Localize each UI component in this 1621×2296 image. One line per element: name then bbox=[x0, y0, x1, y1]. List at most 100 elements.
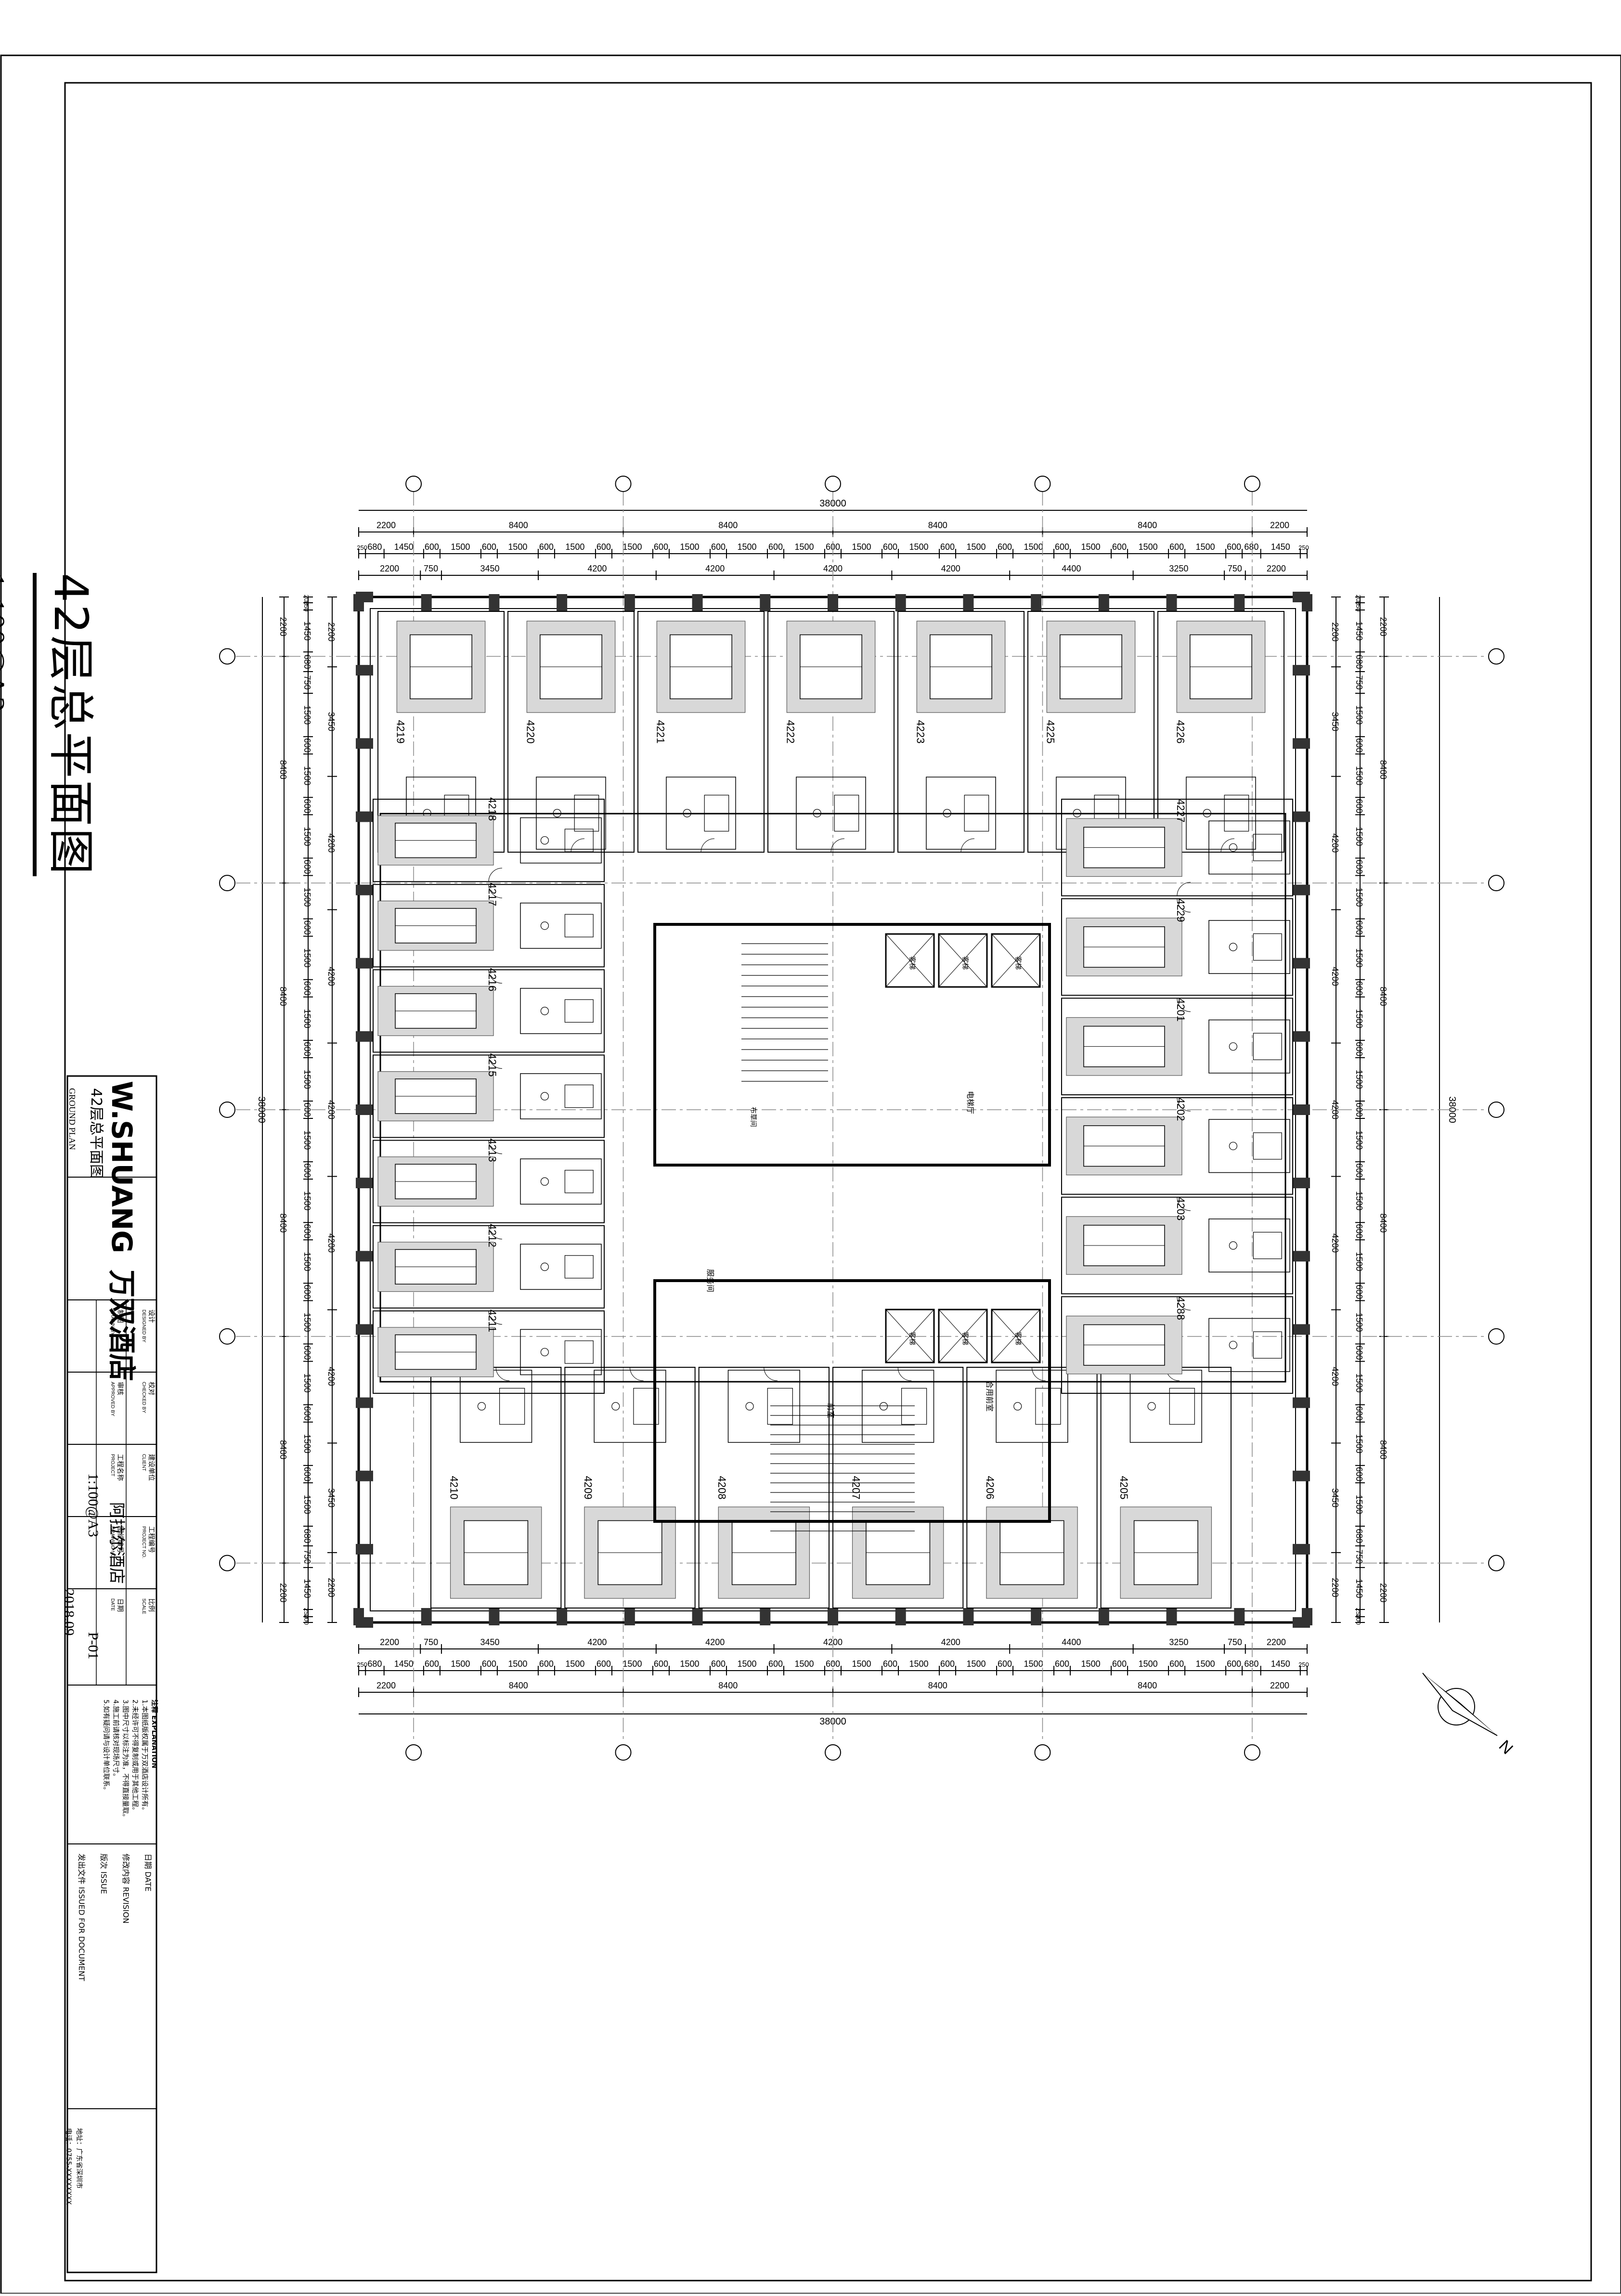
column bbox=[624, 1608, 635, 1625]
dim-right-2-label: 680 bbox=[1354, 655, 1364, 669]
grid-bubble-left bbox=[219, 1102, 235, 1118]
door-swing bbox=[1177, 1197, 1191, 1211]
dim-bottom-2-label: 600 bbox=[1227, 1659, 1241, 1669]
dim-top-2-label: 600 bbox=[425, 542, 439, 552]
dim-left-1-label: 8400 bbox=[278, 760, 288, 779]
bathroom bbox=[727, 1370, 800, 1443]
dim-top-2-label: 1450 bbox=[1271, 542, 1290, 552]
contact-address: 地址：广东省深圳市 bbox=[75, 2128, 83, 2189]
dim-right-2-label: 1500 bbox=[1354, 887, 1364, 907]
dim-right-3-label: 2200 bbox=[1378, 617, 1388, 636]
dim-bottom-3-label: 8400 bbox=[928, 1681, 947, 1690]
dim-bottom-2-label: 600 bbox=[711, 1659, 726, 1669]
dim-bottom-3-label: 8400 bbox=[718, 1681, 738, 1690]
guest-room: 4227 bbox=[1061, 799, 1293, 896]
dim-left-2-label: 1500 bbox=[302, 1130, 312, 1150]
dim-left-2-label: 600 bbox=[302, 1467, 312, 1481]
dim-left-2-label: 750 bbox=[302, 675, 312, 689]
dim-bottom-2-label: 1500 bbox=[1139, 1659, 1158, 1669]
column bbox=[1293, 884, 1310, 895]
basin bbox=[901, 1388, 927, 1425]
dim-bottom-2-label: 600 bbox=[482, 1659, 496, 1669]
dim-right-2-label: 600 bbox=[1354, 1346, 1364, 1360]
field-label-en: DATE bbox=[110, 1598, 115, 1611]
dim-top-2-label: 1500 bbox=[622, 542, 642, 552]
dim-top-1-label: 2200 bbox=[376, 520, 396, 530]
grid-bubble-bottom bbox=[1244, 1744, 1260, 1761]
scale-value: 1:100@A3 bbox=[85, 1473, 101, 1537]
dim-left-1-label: 8400 bbox=[278, 1213, 288, 1232]
dim-bottom-1-label: 4200 bbox=[587, 1637, 607, 1647]
guest-room: 4209 bbox=[564, 1367, 696, 1608]
dim-right-2-label: 600 bbox=[1354, 799, 1364, 813]
dim-top-1-label: 8400 bbox=[1138, 520, 1157, 530]
dim-top-2-label: 600 bbox=[940, 542, 955, 552]
column bbox=[1293, 665, 1310, 676]
dim-bottom-2-label: 1500 bbox=[909, 1659, 929, 1669]
sheet-drawing-name-en: GROUND PLAN bbox=[67, 1088, 77, 1150]
column bbox=[828, 594, 838, 611]
dim-right-2-label: 1500 bbox=[1354, 1130, 1364, 1150]
dim-top-2-label: 600 bbox=[883, 542, 897, 552]
elevator-label: 客梯 bbox=[908, 956, 916, 970]
core-north bbox=[653, 923, 1051, 1167]
bathroom bbox=[1208, 920, 1290, 974]
column bbox=[1234, 594, 1245, 611]
basin bbox=[1253, 1331, 1282, 1359]
field-label-en: DRAWN BY bbox=[110, 1310, 115, 1336]
dim-bottom-2-label: 600 bbox=[425, 1659, 439, 1669]
column bbox=[1302, 594, 1312, 611]
dim-top-1-label: 2200 bbox=[1270, 520, 1289, 530]
column bbox=[1166, 1608, 1177, 1625]
room-number: 4220 bbox=[524, 720, 536, 744]
elevator-cross bbox=[885, 934, 934, 987]
elevator-label: 客梯 bbox=[1014, 956, 1022, 970]
dim-right-2-label: 200 bbox=[1355, 1614, 1362, 1625]
sheet-drawing-name-cn: 42层总平面图 bbox=[88, 1088, 104, 1179]
dim-left-3-label: 3450 bbox=[326, 1488, 336, 1507]
note-line: 1.本图纸版权属于万双酒店设计所有。 bbox=[141, 1699, 148, 1814]
column bbox=[1293, 958, 1310, 969]
bathroom bbox=[520, 902, 602, 949]
dim-bottom-2-label: 1500 bbox=[852, 1659, 871, 1669]
dim-left-2-label: 1450 bbox=[302, 1579, 312, 1598]
dim-top-3-label: 2200 bbox=[1267, 564, 1286, 573]
dim-left-3-label: 3450 bbox=[326, 712, 336, 731]
elevator-cross bbox=[885, 1309, 934, 1363]
column bbox=[356, 1324, 373, 1335]
basin bbox=[574, 794, 599, 832]
sheet-drawing-name-en-text: GROUND PLAN bbox=[67, 1088, 77, 1150]
dim-left-2-label: 1500 bbox=[302, 1191, 312, 1210]
dim-bottom-1-label: 750 bbox=[424, 1637, 438, 1647]
door-swing bbox=[488, 1055, 503, 1069]
dim-left-2-label: 1500 bbox=[302, 1495, 312, 1514]
dim-left-2-label: 1500 bbox=[302, 1070, 312, 1089]
scale-value-text: 1:100@A3 bbox=[85, 1473, 101, 1537]
basin bbox=[564, 1340, 594, 1364]
toilet bbox=[540, 1177, 549, 1186]
note-line: 3.图中尺寸以标注为准，不得直接量取。 bbox=[121, 1699, 129, 1821]
door-swing bbox=[488, 1225, 503, 1240]
dim-right-2-label: 600 bbox=[1354, 1406, 1364, 1421]
room-number: 4211 bbox=[486, 1310, 498, 1332]
guest-room: 4213 bbox=[373, 1139, 605, 1223]
drawing-number-text: P-01 bbox=[85, 1632, 101, 1660]
dim-left-2-label: 1450 bbox=[302, 622, 312, 641]
dim-bottom-2-label: 1450 bbox=[394, 1659, 414, 1669]
column bbox=[356, 958, 373, 969]
room-number: 4225 bbox=[1044, 720, 1056, 744]
elevator-shaft bbox=[938, 1309, 988, 1363]
dim-right-2-label: 600 bbox=[1354, 738, 1364, 752]
column bbox=[1293, 1544, 1310, 1555]
dim-top-1-label: 8400 bbox=[509, 520, 528, 530]
room-number: 4218 bbox=[486, 797, 498, 821]
door-swing bbox=[897, 1367, 912, 1381]
dim-left-2-label: 1500 bbox=[302, 1009, 312, 1028]
dim-bottom-2-label: 680 bbox=[367, 1659, 382, 1669]
dim-left-2-label: 1500 bbox=[302, 948, 312, 968]
bathroom bbox=[666, 777, 736, 850]
room-number: 4212 bbox=[486, 1224, 498, 1247]
drawing-date-text: 2018.09 bbox=[61, 1589, 77, 1636]
column bbox=[356, 1178, 373, 1189]
dim-right-2-label: 250 bbox=[1355, 1608, 1362, 1619]
